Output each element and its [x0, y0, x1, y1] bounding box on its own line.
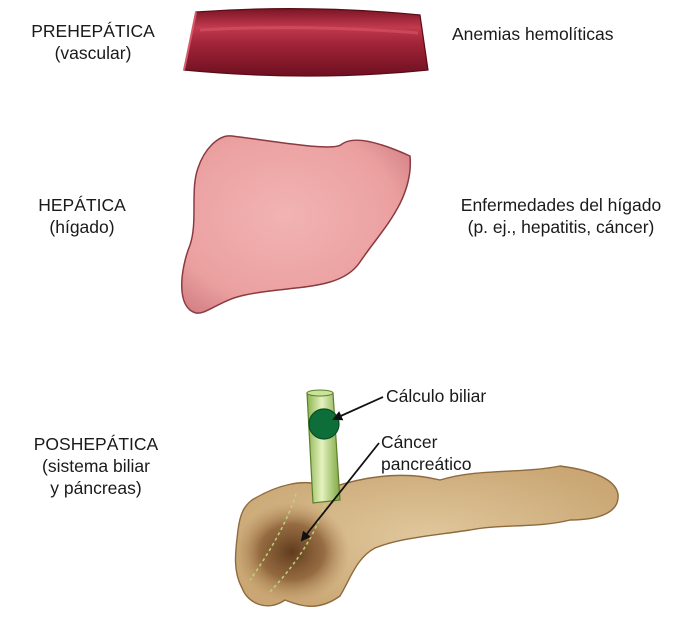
blood-vessel — [184, 9, 428, 76]
pancreatic-tumor — [234, 502, 350, 602]
bile-duct — [307, 390, 340, 503]
liver — [182, 136, 411, 313]
gallstone — [309, 409, 339, 439]
gallstone-arrow — [334, 397, 383, 419]
